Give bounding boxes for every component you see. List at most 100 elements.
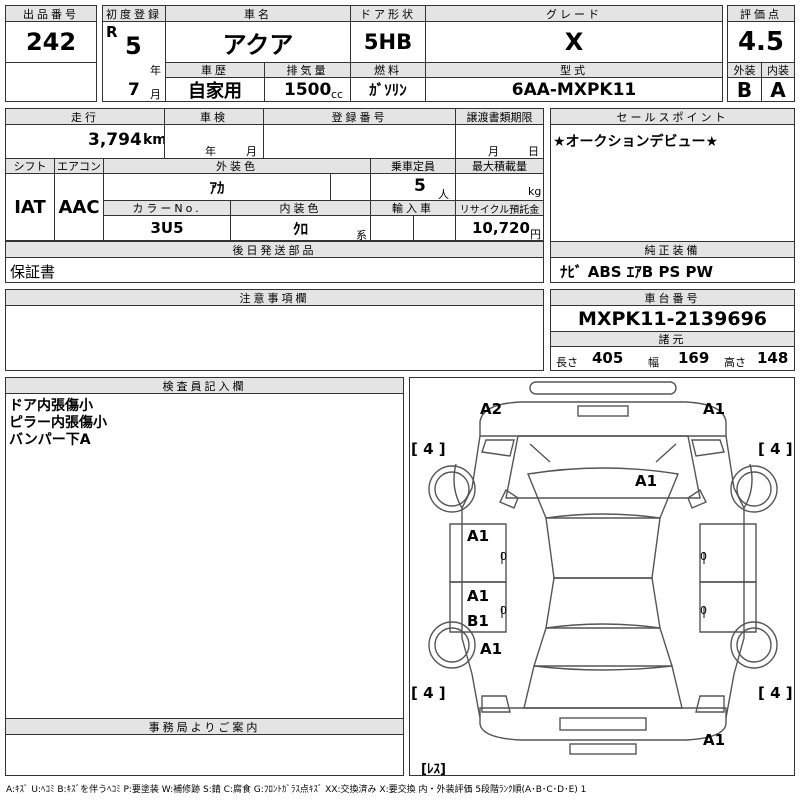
car-name: アクア <box>222 30 294 59</box>
header-color-no: カラーNo. <box>103 200 231 216</box>
header-specs: 諸元 <box>550 331 795 347</box>
height-value: 148 <box>757 349 789 367</box>
ext-color-extra <box>330 173 371 201</box>
fuel-type: ｶﾞｿﾘﾝ <box>369 81 407 99</box>
header-sales-point: セールスポイント <box>550 108 795 125</box>
damage-mark-front-right: A1 <box>703 400 726 418</box>
damage-mark-front-left: A2 <box>480 400 503 418</box>
door-type: 5HB <box>363 30 413 54</box>
inspector-note-3: バンパー下A <box>9 432 91 448</box>
header-first-reg: 初度登録 <box>102 5 166 22</box>
reg-year: 5 <box>125 32 142 60</box>
damage-mark-roof: A1 <box>635 472 658 490</box>
header-office: 事務局よりご案内 <box>5 718 404 735</box>
header-recycle: リサイクル預託金 <box>455 200 544 216</box>
window-mark-right-rear: 0 <box>700 604 707 617</box>
shift-cell <box>5 173 55 241</box>
header-ext-color: 外装色 <box>103 158 371 174</box>
sales-point-cell <box>550 124 795 242</box>
header-import: 輸入車 <box>370 200 456 216</box>
inspection-month-unit: 月 <box>246 145 257 158</box>
header-later-parts: 後日発送部品 <box>5 241 544 258</box>
model-cell <box>425 77 723 102</box>
grade: X <box>564 28 584 56</box>
damage-mark-left-rear-fender: A1 <box>480 640 503 658</box>
score-cell <box>727 21 795 63</box>
spare-tire: [ﾚｽ] <box>421 762 446 777</box>
header-car-name: 車名 <box>165 5 351 22</box>
header-inspection: 車検 <box>164 108 264 125</box>
header-displacement: 排気量 <box>264 62 351 78</box>
damage-mark-rear-bumper: A1 <box>703 731 726 749</box>
header-shift: シフト <box>5 158 55 174</box>
max-load-cell <box>455 173 544 201</box>
fuel-cell <box>350 77 426 102</box>
later-parts-cell <box>5 257 544 283</box>
import-cell-a <box>370 215 414 241</box>
width-value: 169 <box>678 349 710 367</box>
header-genuine: 純正装備 <box>550 241 795 258</box>
header-int-color: 内装色 <box>230 200 371 216</box>
width-label: 幅 <box>648 356 659 369</box>
inspector-cell <box>5 393 404 719</box>
inspector-note-2: ピラー内張傷小 <box>9 415 107 431</box>
header-transfer: 譲渡書類期限 <box>455 108 544 125</box>
header-history: 車歴 <box>165 62 265 78</box>
specs-cell <box>550 346 795 371</box>
tire-depth-rear-right: [ 4 ] <box>758 684 793 702</box>
reg-year-unit: 年 <box>150 64 161 77</box>
damage-mark-left-front-door: A1 <box>467 527 490 545</box>
header-grade: グレード <box>425 5 723 22</box>
header-exterior: 外装 <box>727 62 762 78</box>
history-cell <box>165 77 265 102</box>
lot-no-blank <box>5 62 97 102</box>
capacity: 5 <box>414 176 426 196</box>
lot-number: 242 <box>25 28 77 56</box>
header-lot-no: 出品番号 <box>5 5 97 22</box>
damage-mark-left-rear-door-b: B1 <box>467 612 489 630</box>
tire-depth-rear-left: [ 4 ] <box>411 684 446 702</box>
model-code: 6AA-MXPK11 <box>511 79 637 100</box>
chassis-number: MXPK11-2139696 <box>577 307 768 330</box>
header-notes: 注意事項欄 <box>5 289 544 306</box>
header-reg-no: 登録番号 <box>263 108 456 125</box>
exterior-cell <box>727 77 762 102</box>
mileage: 3,794 <box>88 130 142 150</box>
displacement-cell <box>264 77 351 102</box>
kg-unit: kg <box>528 185 542 198</box>
kei-unit: 系 <box>356 229 367 242</box>
recycle-fee: 10,720 <box>472 219 530 237</box>
notes-cell <box>5 305 544 371</box>
int-color-cell <box>230 215 371 241</box>
exterior-grade: B <box>736 77 753 102</box>
header-door: ドア形状 <box>350 5 426 22</box>
inspection-year-unit: 年 <box>205 145 216 158</box>
km-unit: km <box>143 132 167 148</box>
height-label: 高さ <box>724 356 746 369</box>
legend: A:ｷｽﾞ U:ﾍｺﾐ B:ｷｽﾞを伴うﾍｺﾐ P:要塗装 W:補修跡 S:錆 … <box>6 785 587 795</box>
header-interior: 内装 <box>761 62 795 78</box>
import-cell-b <box>413 215 456 241</box>
window-mark-left-front: 0 <box>500 550 507 563</box>
displacement: 1500 <box>284 80 332 100</box>
aircon-type: AAC <box>58 196 100 218</box>
overall-score: 4.5 <box>737 27 785 57</box>
interior-cell <box>761 77 795 102</box>
header-mileage: 走行 <box>5 108 165 125</box>
interior-color: ｸﾛ <box>292 219 308 238</box>
header-chassis: 車台番号 <box>550 289 795 306</box>
transfer-cell <box>455 124 544 159</box>
window-mark-right-front: 0 <box>700 550 707 563</box>
inspection-cell <box>164 124 264 159</box>
cc-unit: cc <box>331 88 344 101</box>
inspector-note-1: ドア内張傷小 <box>9 398 93 414</box>
office-cell <box>5 734 404 776</box>
reg-no-cell <box>263 124 456 159</box>
header-model: 型式 <box>425 62 723 78</box>
lot-no-cell <box>5 21 97 63</box>
car-outline <box>428 381 778 755</box>
reg-month: 7 <box>128 80 140 100</box>
color-number: 3U5 <box>150 219 184 237</box>
genuine-cell <box>550 257 795 283</box>
sales-point: ★オークションデビュー★ <box>553 134 719 150</box>
